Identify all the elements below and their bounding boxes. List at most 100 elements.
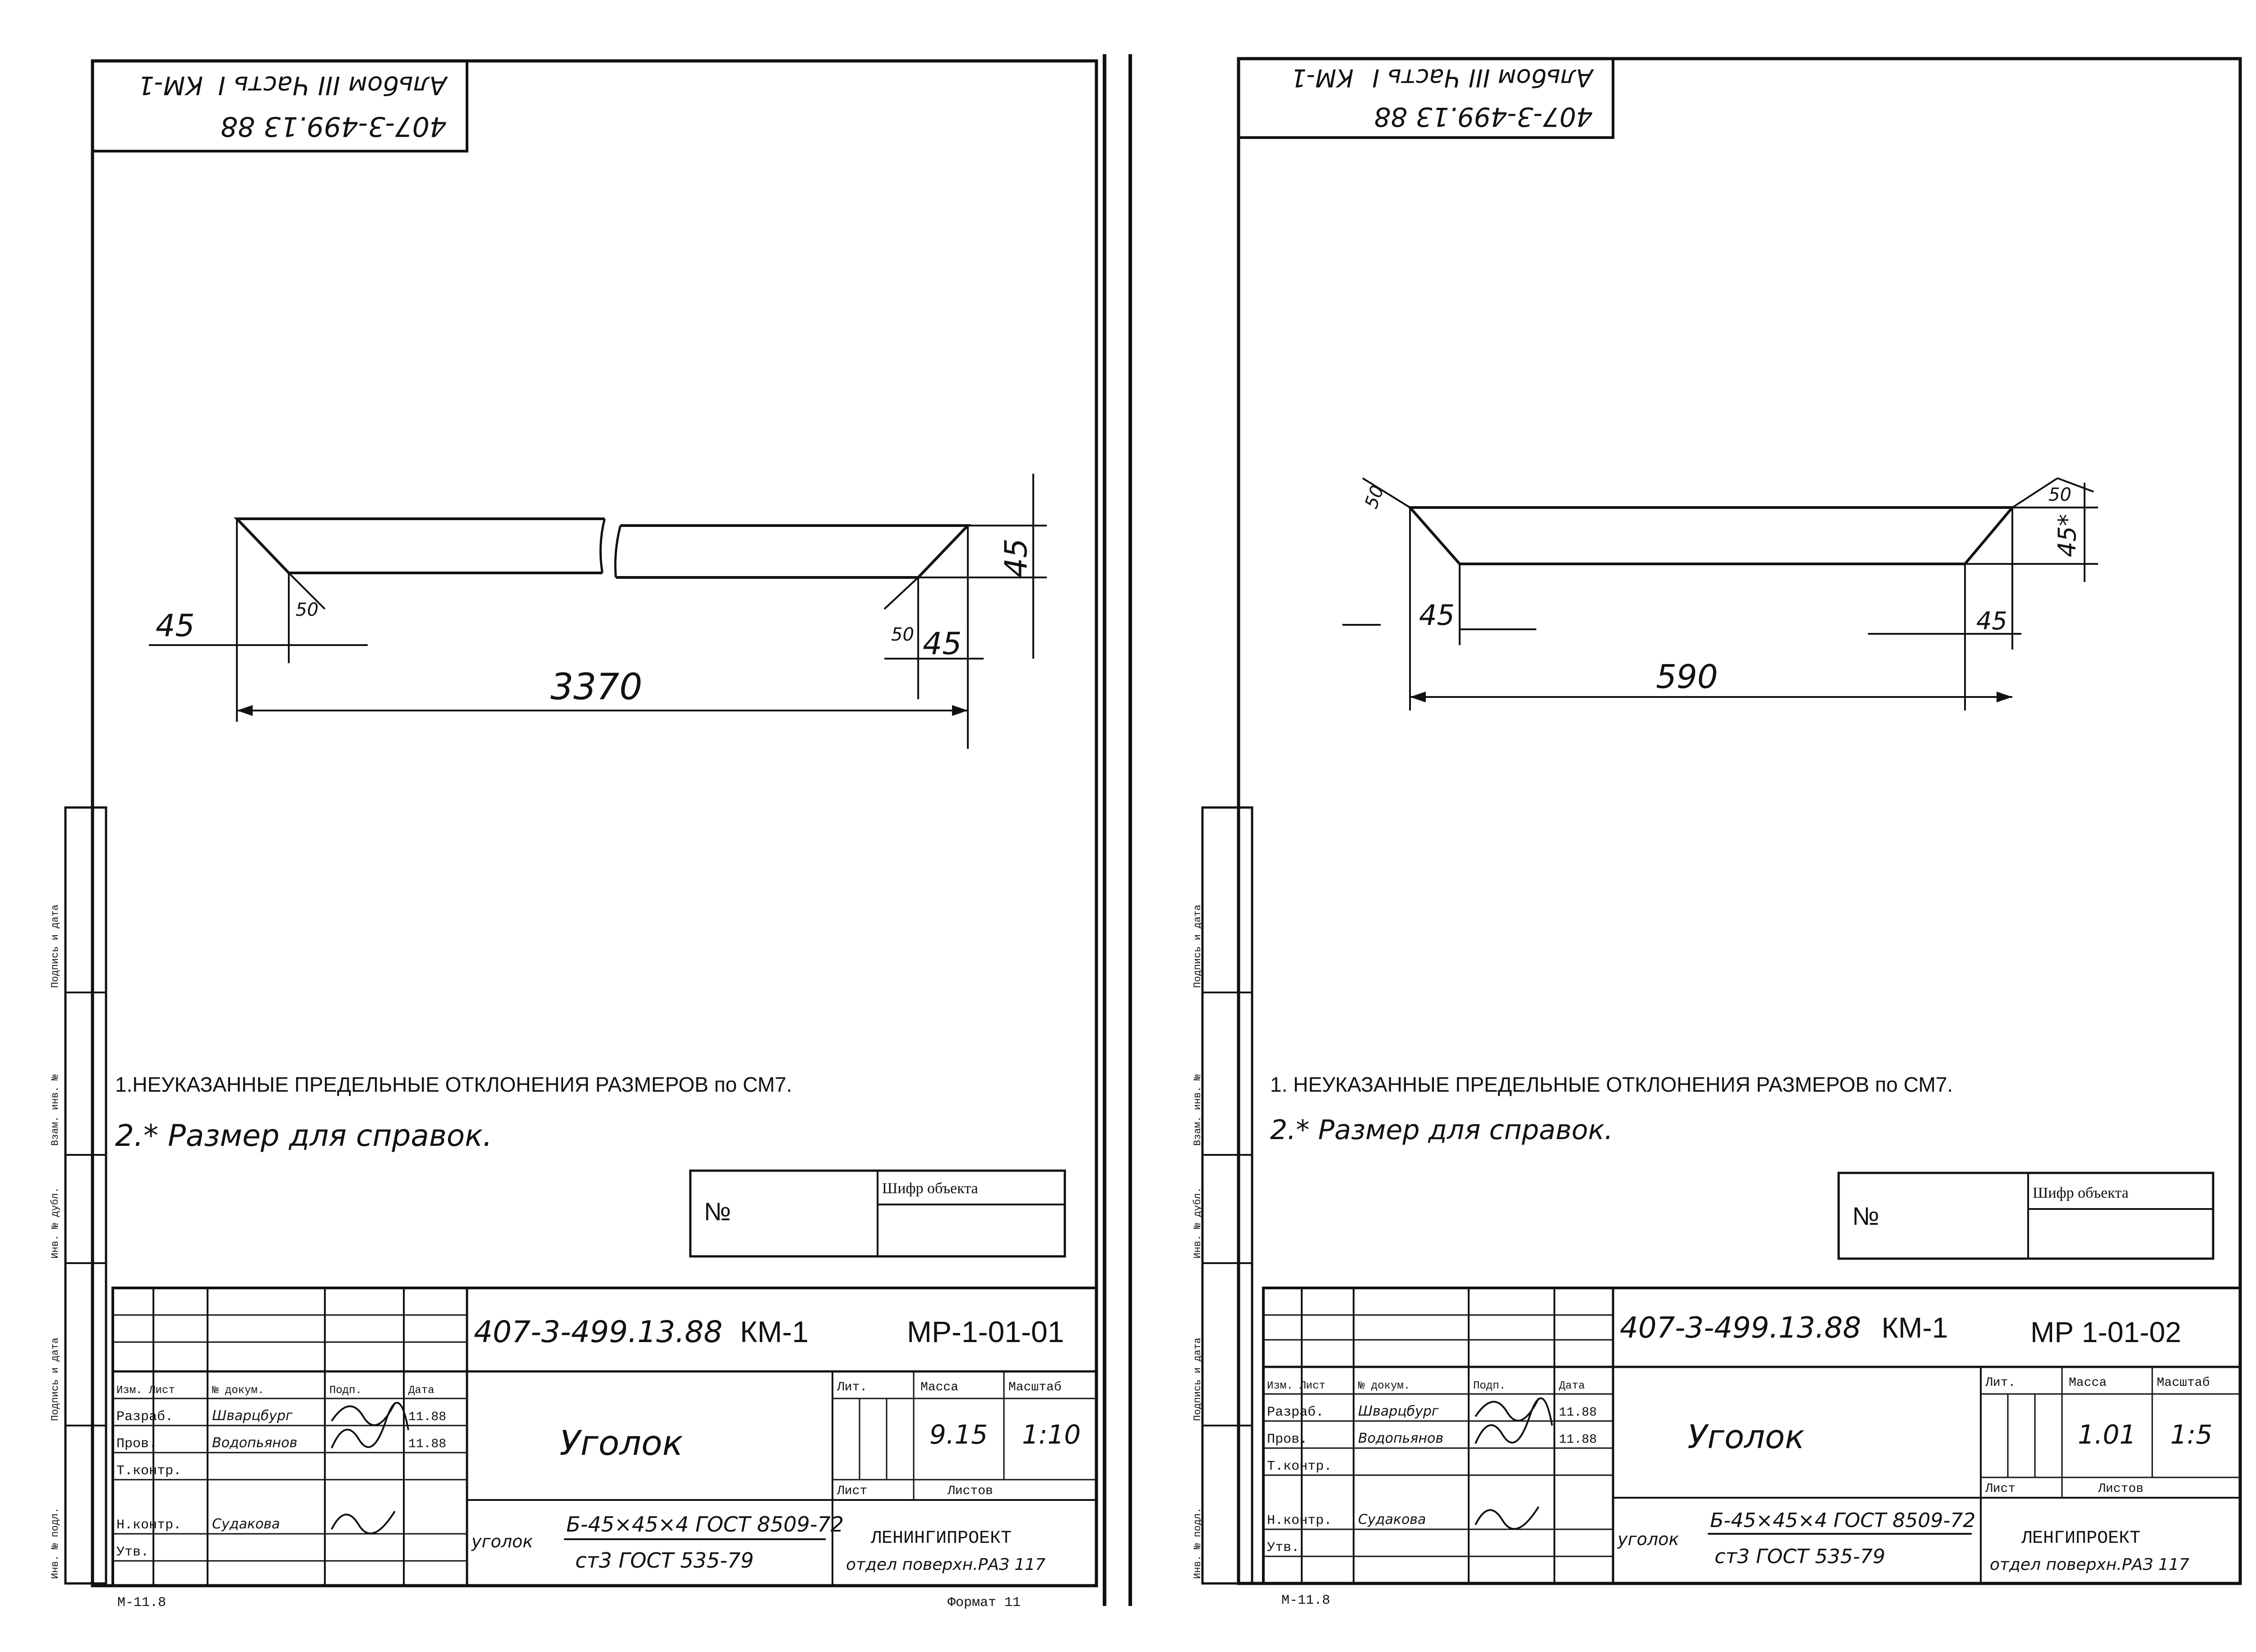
side-label: Подпись и дата	[1192, 1338, 1203, 1421]
lit-label: Лит.	[837, 1380, 867, 1394]
mass-label: Масса	[920, 1380, 958, 1394]
dim-left-leg: 45	[1419, 599, 1455, 632]
stamp-top: 407-3-499.13 88 Альбом III Часть I КМ-1	[91, 60, 468, 152]
organization: ЛЕНИНГИПРОЕКТ	[870, 1528, 1012, 1549]
dim-left-angle: 50	[1361, 483, 1388, 512]
dim-right-leg: 45	[923, 626, 962, 662]
number-label: №	[704, 1197, 731, 1226]
side-label: Инв. № дубл.	[1192, 1187, 1203, 1259]
note-tolerances: 1. НЕУКАЗАННЫЕ ПРЕДЕЛЬНЫЕ ОТКЛОНЕНИЯ РАЗ…	[1270, 1073, 1953, 1096]
signature	[331, 1510, 396, 1535]
tb-doc: Шварцбург	[212, 1408, 293, 1424]
side-label: Инв. № дубл.	[50, 1187, 61, 1259]
tb-date: Дата	[408, 1384, 435, 1397]
organization: ЛЕНГИПРОЕКТ	[2021, 1528, 2140, 1549]
scale-label: Масштаб	[1008, 1380, 1062, 1394]
lit-label: Лит.	[1985, 1376, 2016, 1390]
scale-value: 1:5	[2170, 1419, 2212, 1450]
footer-right: Формат 11	[948, 1595, 1021, 1610]
tb-role: Утв.	[116, 1545, 149, 1560]
signature	[331, 1402, 409, 1449]
material-grade: ст3 ГОСТ 535-79	[1715, 1545, 1885, 1568]
stamp-line-2: Альбом III Часть I	[218, 70, 448, 100]
tb-role: Пров.	[116, 1436, 157, 1452]
sheet-right: Подпись и дата Взам. инв. № Инв. № дубл.…	[1192, 57, 2242, 1608]
tb-doc: Шварцбург	[1358, 1403, 1439, 1419]
side-label: Взам. инв. №	[50, 1075, 61, 1146]
dim-height: 45	[999, 538, 1034, 577]
side-label: Подпись и дата	[50, 1338, 61, 1421]
sheet-label: Лист	[1985, 1482, 2016, 1496]
doc-mark: КМ-1	[1882, 1311, 1948, 1344]
scale-value: 1:10	[1022, 1419, 1081, 1450]
tb-role: Н.контр.	[116, 1518, 181, 1533]
sheets-label: Листов	[947, 1484, 993, 1498]
stamp-line-2: Альбом III Часть I	[1372, 64, 1594, 92]
sheet-label: Лист	[837, 1484, 867, 1498]
tb-role: Н.контр.	[1267, 1513, 1332, 1528]
dim-right-leg: 45	[1976, 607, 2007, 635]
tb-doc: Водопьянов	[212, 1435, 297, 1451]
angle-part-drawing: 45 50 50 45 45* 590	[1342, 477, 2098, 711]
footer-left: М-11.8	[1281, 1593, 1330, 1608]
stamp-line-3: КМ-1	[1291, 64, 1354, 92]
sheet-code: МР-1-01-01	[907, 1315, 1064, 1348]
tb-date: Дата	[1559, 1380, 1585, 1392]
tb-role: Пров.	[1267, 1432, 1308, 1447]
sheet-left: Подпись и дата Взам. инв. № Инв. № дубл.…	[50, 59, 1098, 1610]
tb-date: 11.88	[1559, 1433, 1597, 1447]
doc-code: 407-3-499.13.88	[474, 1315, 723, 1349]
material-section: Б-45×45×4 ГОСТ 8509-72	[566, 1512, 844, 1537]
side-label: Подпись и дата	[50, 904, 61, 988]
tb-doc: Судакова	[1358, 1512, 1426, 1527]
side-strip: Подпись и дата Взам. инв. № Инв. № дубл.…	[1192, 806, 1253, 1585]
signature	[1475, 1397, 1553, 1444]
note-reference-size: 2.* Размер для справок.	[115, 1118, 492, 1153]
signature	[1475, 1398, 1539, 1422]
doc-mark: КМ-1	[740, 1315, 809, 1348]
angle-part-drawing: 45 50 50 45 45 3370	[149, 474, 1047, 749]
dim-right-angle: 50	[2048, 485, 2071, 505]
mass-value: 9.15	[929, 1419, 988, 1450]
sheet-frame	[91, 59, 1098, 1587]
sheets-label: Листов	[2098, 1482, 2144, 1496]
tb-role: Т.контр.	[116, 1463, 181, 1479]
tb-date: 11.88	[408, 1437, 446, 1451]
tb-sign: Подп.	[1473, 1380, 1506, 1392]
tb-date: 11.88	[1559, 1406, 1597, 1420]
side-label: Инв. № подл.	[1192, 1508, 1203, 1579]
part-title: Уголок	[1687, 1418, 1804, 1456]
dim-height: 45*	[2053, 514, 2081, 557]
dim-right-angle: 50	[891, 624, 914, 645]
cipher-label: Шифр объекта	[882, 1180, 978, 1197]
dim-length: 3370	[550, 666, 643, 708]
tb-doc: Судакова	[212, 1516, 280, 1532]
organization-dept: отдел поверхн.РАЗ 117	[1990, 1555, 2189, 1574]
tb-role: Т.контр.	[1267, 1459, 1332, 1474]
object-number-box: № Шифр объекта	[689, 1169, 1066, 1258]
number-label: №	[1852, 1202, 1879, 1230]
tb-role: Разраб.	[116, 1409, 173, 1425]
tb-role: Изм. Лист	[1267, 1380, 1326, 1392]
tb-role: Утв.	[1267, 1540, 1299, 1555]
mass-value: 1.01	[2078, 1419, 2136, 1450]
object-number-box: № Шифр объекта	[1837, 1172, 2214, 1260]
signature	[1475, 1506, 1539, 1530]
tb-role: Разраб.	[1267, 1405, 1324, 1420]
dim-left-leg: 45	[156, 608, 195, 644]
stamp-line-3: КМ-1	[138, 70, 203, 100]
cipher-label: Шифр объекта	[2033, 1185, 2129, 1201]
stamp-line-1: 407-3-499.13 88	[1374, 102, 1593, 132]
dim-left-angle: 50	[296, 600, 319, 620]
signature	[331, 1403, 396, 1426]
tb-doc: № докум.	[212, 1384, 264, 1397]
stamp-line-1: 407-3-499.13 88	[221, 111, 447, 142]
material-prefix: уголок	[1617, 1529, 1679, 1549]
sheet-code: МР 1-01-02	[2030, 1316, 2181, 1348]
note-tolerances: 1.НЕУКАЗАННЫЕ ПРЕДЕЛЬНЫЕ ОТКЛОНЕНИЯ РАЗМ…	[115, 1073, 792, 1096]
organization-dept: отдел поверхн.РАЗ 117	[846, 1555, 1045, 1574]
tb-doc: № докум.	[1358, 1380, 1410, 1392]
material-section: Б-45×45×4 ГОСТ 8509-72	[1710, 1509, 1975, 1532]
note-reference-size: 2.* Размер для справок.	[1270, 1114, 1613, 1146]
